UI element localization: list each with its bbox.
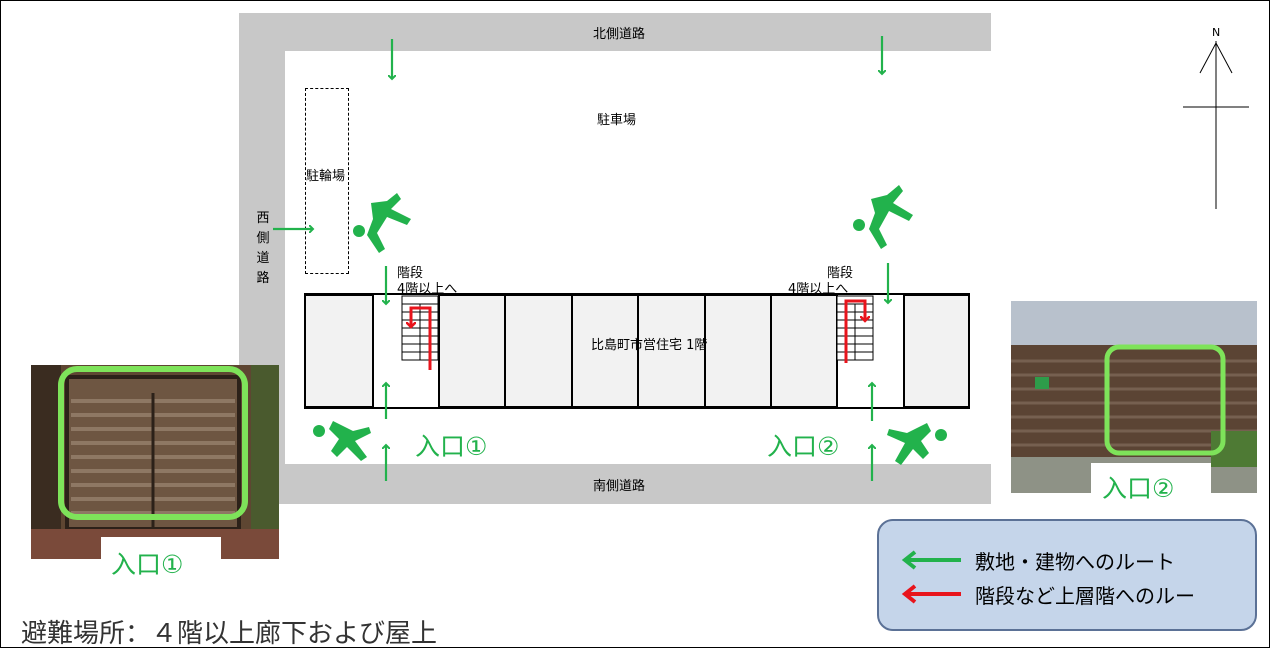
- south-road-label: 南側道路: [593, 479, 646, 494]
- entrance-1-caption-box: [101, 537, 221, 587]
- bicycle-parking-label: 駐輪場: [306, 169, 346, 184]
- legend-item: 敷地・建物へのルート: [899, 545, 1175, 575]
- stairs-2: [836, 295, 874, 363]
- parking-label: 駐車場: [597, 113, 637, 128]
- building-unit: [571, 294, 639, 408]
- green-arrow-icon: [901, 550, 961, 570]
- north-road: [239, 13, 991, 51]
- route-arrows: [273, 36, 888, 481]
- building-label: 比島町市営住宅 1階: [591, 338, 708, 353]
- entrance-1-caption: 入口①: [111, 550, 184, 579]
- stairs-1-label-line1: 階段: [397, 266, 424, 281]
- entrance-1-label: 入口①: [415, 432, 488, 461]
- legend-item-label: 敷地・建物へのルート: [975, 549, 1175, 574]
- stairs-1-label-line2: 4階以上へ: [397, 282, 458, 297]
- building-unit: [438, 294, 506, 408]
- compass-icon: [1183, 41, 1249, 209]
- stairs-2-label-line1: 階段: [827, 266, 854, 281]
- evacuation-note: 避難場所：４階以上廊下および屋上: [21, 619, 438, 648]
- legend-item: 階段など上層階へのルー: [899, 579, 1195, 609]
- running-person-icon: [313, 421, 371, 461]
- building-unit: [903, 294, 970, 408]
- stairs-1: [401, 295, 439, 370]
- entrance-2-caption: 入口②: [1102, 474, 1175, 503]
- running-person-icon: [353, 193, 411, 253]
- entrance-2-photo: [1011, 301, 1257, 493]
- west-road-label: 西 側 道 路: [256, 211, 270, 286]
- entrance-2-caption-box: [1091, 463, 1211, 509]
- stairs-2-label-line2: 4階以上へ: [788, 282, 849, 297]
- building-unit: [304, 294, 374, 408]
- running-person-icon: [887, 423, 947, 465]
- building-unit: [770, 294, 838, 408]
- compass-north-label: N: [1212, 26, 1220, 39]
- running-person-icon: [853, 185, 913, 249]
- entrance-2-label: 入口②: [767, 432, 840, 461]
- building-unit: [704, 294, 772, 408]
- legend-box: 敷地・建物へのルート 階段など上層階へのルー: [877, 519, 1257, 631]
- north-road-label: 北側道路: [593, 27, 646, 42]
- red-arrow-icon: [901, 584, 961, 604]
- legend-item-label: 階段など上層階へのルー: [975, 583, 1195, 608]
- entrance-1-photo: [31, 365, 279, 559]
- south-road: [239, 464, 991, 504]
- bicycle-parking: [305, 88, 349, 274]
